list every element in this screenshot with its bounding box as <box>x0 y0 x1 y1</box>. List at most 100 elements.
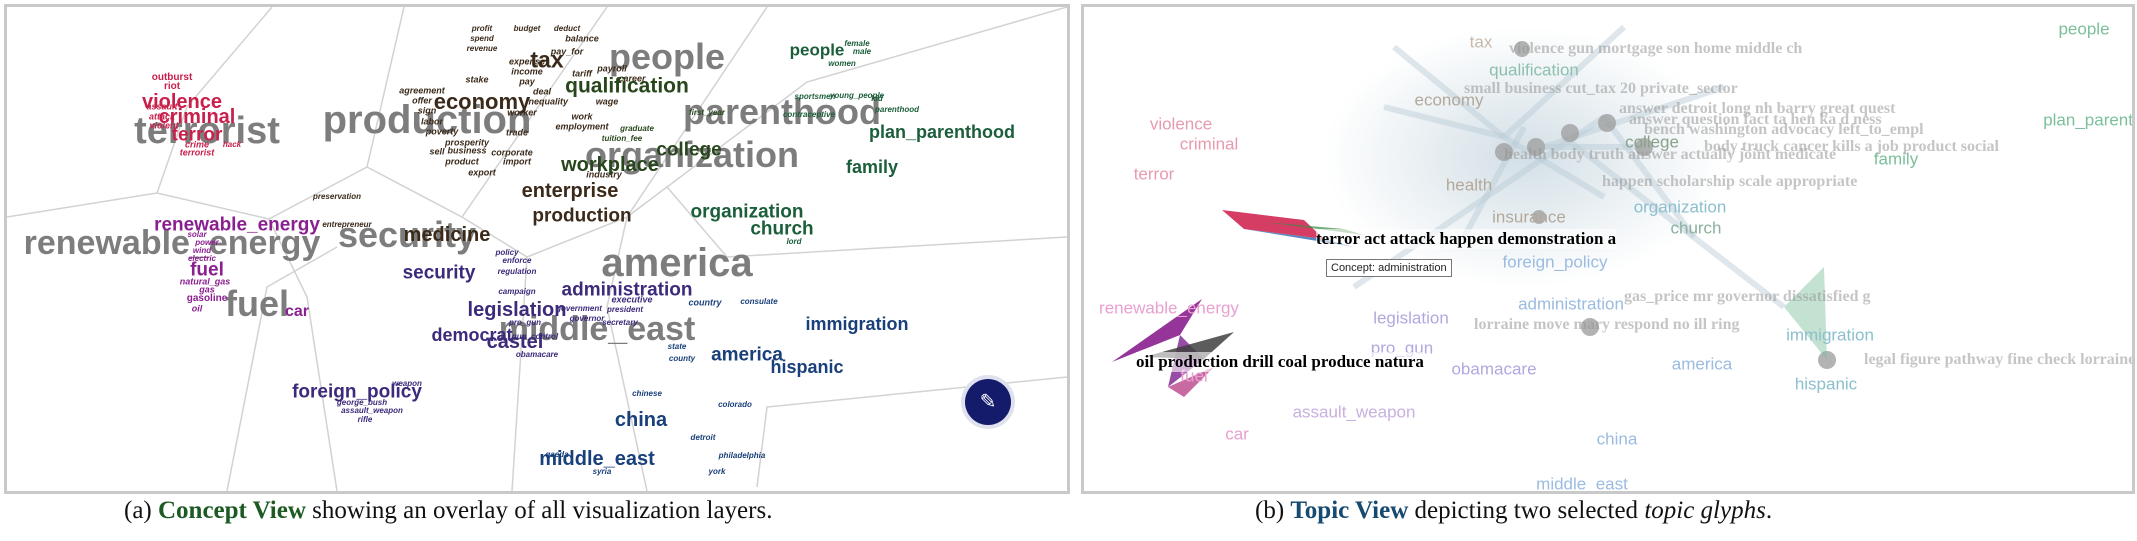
concept-word-stake[interactable]: stake <box>465 74 489 85</box>
concept-word-riot[interactable]: riot <box>163 81 181 92</box>
concept-word-inequality[interactable]: inequality <box>525 96 569 107</box>
concept-word-production[interactable]: production <box>532 205 632 227</box>
concept-word-women[interactable]: women <box>828 59 856 68</box>
concept-word-balance[interactable]: balance <box>565 33 599 44</box>
concept-word-revenue[interactable]: revenue <box>466 44 498 53</box>
topic-concept-car[interactable]: car <box>1225 424 1249 444</box>
concept-word-state[interactable]: state <box>667 342 687 351</box>
concept-word-george-bush[interactable]: george_bush <box>336 398 388 407</box>
concept-word-power[interactable]: power <box>195 238 219 247</box>
concept-word-hispanic[interactable]: hispanic <box>770 357 844 377</box>
concept-word-pro-gun[interactable]: pro_gun <box>509 318 541 327</box>
topic-concept-foreign-policy[interactable]: foreign_policy <box>1502 252 1608 272</box>
topic-concept-economy[interactable]: economy <box>1414 90 1484 110</box>
concept-word-president[interactable]: president <box>606 305 644 314</box>
concept-word-castel[interactable]: castel <box>486 331 544 353</box>
concept-word-contraceptive[interactable]: contraceptive <box>782 110 836 119</box>
topic-concept-family[interactable]: family <box>1873 149 1919 169</box>
concept-word-payroll[interactable]: payroll <box>597 63 627 74</box>
concept-word-oil[interactable]: oil <box>191 303 203 314</box>
settings-button[interactable]: ✎ <box>965 379 1011 425</box>
topic-concept-america[interactable]: america <box>1671 354 1733 374</box>
concept-word-secretary[interactable]: secretary <box>602 318 638 327</box>
concept-word-pay-for[interactable]: pay_for <box>550 46 584 57</box>
concept-word-outburst[interactable]: outburst <box>151 72 193 83</box>
concept-word-security[interactable]: security <box>402 262 476 284</box>
concept-word-qaeda[interactable]: qaeda <box>545 450 569 459</box>
concept-word-parenthood[interactable]: parenthood <box>683 91 881 132</box>
concept-word-fuel[interactable]: fuel <box>190 259 224 281</box>
topic-concept-middle-east[interactable]: middle_east <box>1536 474 1628 494</box>
concept-word-people[interactable]: people <box>608 36 726 77</box>
concept-word-family[interactable]: family <box>845 157 899 177</box>
concept-word-country[interactable]: country <box>688 297 722 308</box>
topic-concept-immigration[interactable]: immigration <box>1786 325 1874 345</box>
concept-word-lord[interactable]: lord <box>786 237 802 246</box>
concept-word-sell[interactable]: sell <box>429 146 445 157</box>
topic-concept-renewable-energy[interactable]: renewable_energy <box>1099 298 1239 318</box>
concept-word-gasoline[interactable]: gasoline <box>186 293 228 304</box>
concept-word-economy[interactable]: economy <box>433 89 531 114</box>
concept-word-terrorist[interactable]: terrorist <box>134 110 280 152</box>
concept-word-worker[interactable]: worker <box>507 107 537 118</box>
concept-word-middle_east[interactable]: middle_east <box>498 310 696 348</box>
topic-concept-criminal[interactable]: criminal <box>1179 134 1239 154</box>
concept-word-employment[interactable]: employment <box>555 121 609 132</box>
concept-word-preservation[interactable]: preservation <box>312 192 362 201</box>
concept-word-income[interactable]: income <box>511 66 543 77</box>
concept-word-county[interactable]: county <box>668 354 696 363</box>
concept-word-industry[interactable]: industry <box>586 169 622 180</box>
concept-word-enforce[interactable]: enforce <box>502 256 532 265</box>
concept-word-church[interactable]: church <box>750 218 814 240</box>
topic-concept-college[interactable]: college <box>1625 132 1679 152</box>
topic-concept-plan-parenthood[interactable]: plan_parenthood <box>2043 110 2133 130</box>
concept-word-deduct[interactable]: deduct <box>553 24 581 33</box>
concept-word-export[interactable]: export <box>468 167 496 178</box>
concept-word-campaign[interactable]: campaign <box>498 287 536 296</box>
concept-word-product[interactable]: product <box>445 156 479 167</box>
topic-concept-organization[interactable]: organization <box>1633 197 1727 217</box>
concept-word-workplace[interactable]: workplace <box>561 154 659 176</box>
concept-word-male[interactable]: male <box>852 47 872 56</box>
concept-word-graduate[interactable]: graduate <box>620 124 654 133</box>
concept-word-poverty[interactable]: poverty <box>425 126 459 137</box>
concept-word-import[interactable]: import <box>503 156 531 167</box>
concept-word-america[interactable]: america <box>711 344 783 366</box>
concept-word-wage[interactable]: wage <box>595 96 619 107</box>
concept-word-natural-gas[interactable]: natural_gas <box>179 276 231 287</box>
concept-word-regulation[interactable]: regulation <box>497 267 537 276</box>
concept-word-terrorist[interactable]: terrorist <box>179 147 215 158</box>
concept-word-administration[interactable]: administration <box>561 279 693 301</box>
concept-word-detroit[interactable]: detroit <box>690 433 716 442</box>
concept-word-organization[interactable]: organization <box>690 201 804 223</box>
concept-word-criminal[interactable]: criminal <box>158 106 236 128</box>
concept-word-philadelphia[interactable]: philadelphia <box>718 451 766 460</box>
concept-word-corporate[interactable]: corporate <box>491 147 533 158</box>
concept-word-trade[interactable]: trade <box>505 127 529 138</box>
concept-word-sportsmen[interactable]: sportsmen <box>794 92 836 101</box>
concept-word-young-people[interactable]: young_people <box>829 91 885 100</box>
concept-word-parenthood[interactable]: parenthood <box>875 105 919 114</box>
concept-word-career[interactable]: career <box>618 73 646 84</box>
concept-word-medicine[interactable]: medicine <box>403 224 491 246</box>
concept-word-kid[interactable]: kid <box>871 94 883 103</box>
concept-word-fuel[interactable]: fuel <box>224 283 290 324</box>
concept-word-plan-parenthood[interactable]: plan_parenthood <box>868 122 1016 142</box>
concept-word-america[interactable]: america <box>601 241 753 285</box>
concept-word-enterprise[interactable]: enterprise <box>521 180 619 202</box>
concept-word-syria[interactable]: syria <box>592 467 612 476</box>
topic-concept-terror[interactable]: terror <box>1133 164 1175 184</box>
concept-view-panel[interactable]: people parenthood terrorist production organ… <box>4 4 1070 494</box>
concept-word-foreign-policy[interactable]: foreign_policy <box>292 381 422 403</box>
topic-concept-tax[interactable]: tax <box>1469 32 1493 52</box>
concept-word-tuition-fee[interactable]: tuition_fee <box>601 134 643 143</box>
concept-word-car[interactable]: car <box>284 303 310 320</box>
concept-word-business[interactable]: business <box>447 145 487 156</box>
concept-word-offer[interactable]: offer <box>412 95 432 106</box>
concept-word-sign[interactable]: sign <box>417 105 437 116</box>
concept-word-rifle[interactable]: rifle <box>357 415 373 424</box>
concept-word-york[interactable]: york <box>708 467 726 476</box>
concept-word-tariff[interactable]: tariff <box>572 68 592 79</box>
concept-word-tax[interactable]: tax <box>530 46 564 73</box>
